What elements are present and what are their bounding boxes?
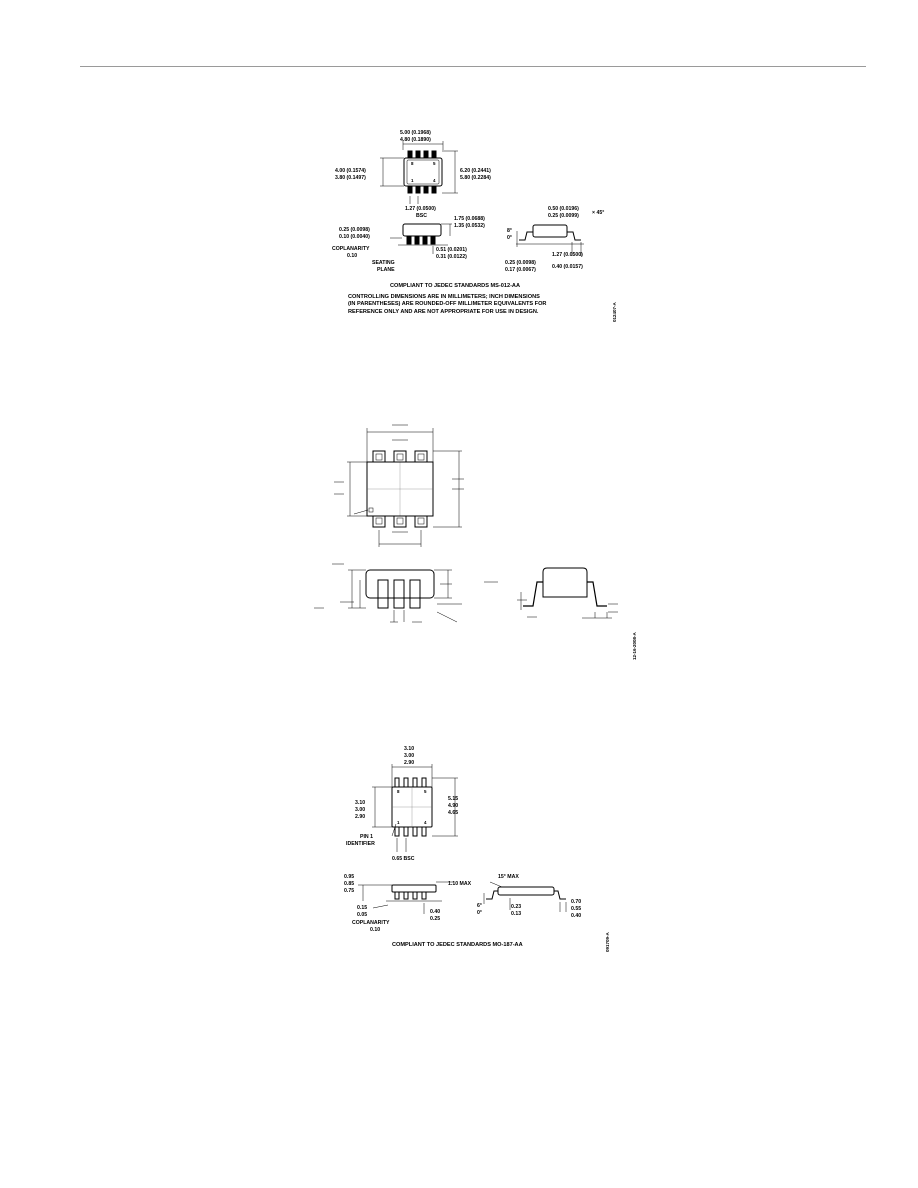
soic-outline-svg: 8 5 1 4 5.00 (0.1968) 4.80 (0.1890) 4.00…: [332, 130, 604, 273]
soic-coplanarity-value: 0.10: [347, 253, 357, 259]
msop-width-min: 2.90: [404, 760, 414, 766]
soic-package-drawing: 8 5 1 4 5.00 (0.1968) 4.80 (0.1890) 4.00…: [330, 124, 630, 324]
soic-pin5-label: 5: [433, 161, 436, 166]
soic-lead-thickness-min: 0.17 (0.0067): [505, 267, 536, 273]
msop-foot-angle-max: 6°: [477, 903, 482, 909]
soic-end-view: [516, 224, 584, 256]
msop-body-max: 3.10: [355, 800, 365, 806]
soic-lead-width-min: 0.31 (0.0122): [436, 254, 467, 260]
msop-standoff-max: 0.15: [357, 905, 367, 911]
soic-seating-label: SEATING: [372, 260, 395, 266]
soic-pin8-label: 8: [411, 161, 414, 166]
msop-foot-length-max: 0.70: [571, 899, 581, 905]
soic-coplanarity-label: COPLANARITY: [332, 246, 370, 252]
msop-lead-thickness-min: 0.13: [511, 911, 521, 917]
soic-width-max: 5.00 (0.1968): [400, 130, 431, 136]
soic-width-min: 4.80 (0.1890): [400, 137, 431, 143]
sot-top-view: [334, 424, 464, 547]
msop-width-nom: 3.00: [404, 753, 414, 759]
sot-outline-svg: [314, 424, 618, 623]
soic-foot-angle-max: 8°: [507, 228, 512, 234]
soic-chamfer-max: 0.50 (0.0196): [548, 206, 579, 212]
soic-height-min: 1.35 (0.0532): [454, 223, 485, 229]
msop-height-max: 0.95: [344, 874, 354, 880]
sot-end-view: [484, 567, 618, 619]
msop-outline-svg: 8 5 1 4 3.10 3.00 2.90 3.10 3.00 2.90 5.…: [344, 746, 581, 933]
soic-body-min: 3.80 (0.1497): [335, 175, 366, 181]
msop-height-nom: 0.85: [344, 881, 354, 887]
soic-foot-length-min: 0.40 (0.0157): [552, 264, 583, 270]
soic-side-view: [390, 223, 452, 254]
msop-pin5-label: 5: [424, 789, 427, 794]
msop-body-nom: 3.00: [355, 807, 365, 813]
msop-span-nom: 4.90: [448, 803, 458, 809]
soic-body-max: 4.00 (0.1574): [335, 168, 366, 174]
soic-top-view: [380, 141, 458, 204]
msop-lead-width-min: 0.25: [430, 916, 440, 922]
soic-span-min: 5.80 (0.2284): [460, 175, 491, 181]
msop-package-drawing: 8 5 1 4 3.10 3.00 2.90 3.10 3.00 2.90 5.…: [330, 742, 620, 952]
soic-compliance: COMPLIANT TO JEDEC STANDARDS MS-012-AA: [390, 283, 521, 289]
msop-foot-length-nom: 0.55: [571, 906, 581, 912]
msop-foot-length-min: 0.40: [571, 913, 581, 919]
msop-width-max: 3.10: [404, 746, 414, 752]
msop-standoff-min: 0.05: [357, 912, 367, 918]
msop-body-min: 2.90: [355, 814, 365, 820]
msop-pin1-identifier-1: PIN 1: [360, 834, 373, 840]
msop-pitch: 0.65 BSC: [392, 856, 415, 862]
sot-package-drawing: [312, 422, 632, 667]
soic-foot-length-max: 1.27 (0.0500): [552, 252, 583, 258]
msop-pin1-label: 1: [397, 820, 400, 825]
soic-controlling-notes: CONTROLLING DIMENSIONS ARE IN MILLIMETER…: [348, 294, 546, 316]
soic-note-line-1: CONTROLLING DIMENSIONS ARE IN MILLIMETER…: [348, 294, 540, 300]
msop-compliance: COMPLIANT TO JEDEC STANDARDS MO-187-AA: [392, 942, 523, 948]
soic-lead-width-max: 0.51 (0.0201): [436, 247, 467, 253]
soic-note-line-2: (IN PARENTHESES) ARE ROUNDED-OFF MILLIME…: [348, 301, 547, 308]
msop-lead-thickness-max: 0.23: [511, 904, 521, 910]
header-rule: [80, 66, 866, 67]
msop-foot-angle-min: 0°: [477, 910, 482, 916]
msop-pin4-label: 4: [424, 820, 427, 825]
soic-foot-angle-min: 0°: [507, 235, 512, 241]
msop-end-view: [483, 881, 567, 912]
msop-span-min: 4.65: [448, 810, 458, 816]
soic-pitch: 1.27 (0.0500): [405, 206, 436, 212]
soic-chamfer-angle: × 45°: [592, 210, 604, 216]
msop-top-view: [372, 764, 458, 852]
msop-height-min: 0.75: [344, 888, 354, 894]
soic-drawing-code: 012407-A: [612, 302, 617, 322]
msop-lead-width-max: 0.40: [430, 909, 440, 915]
msop-drawing-code: 091709-A: [605, 932, 610, 952]
soic-pin1-label: 1: [411, 178, 414, 183]
soic-plane-label: PLANE: [377, 267, 395, 273]
soic-note-line-3: REFERENCE ONLY AND ARE NOT APPROPRIATE F…: [348, 308, 539, 315]
soic-height-max: 1.75 (0.0688): [454, 216, 485, 222]
msop-span-max: 5.15: [448, 796, 458, 802]
soic-pin4-label: 4: [433, 178, 436, 183]
soic-lead-thickness-max: 0.25 (0.0098): [505, 260, 536, 266]
soic-chamfer-min: 0.25 (0.0099): [548, 213, 579, 219]
soic-pitch-bsc: BSC: [416, 213, 427, 219]
msop-coplanarity-value: 0.10: [370, 927, 380, 933]
msop-side-view: [358, 881, 454, 914]
sot-side-view: [314, 563, 462, 623]
msop-coplanarity-label: COPLANARITY: [352, 920, 390, 926]
msop-pin8-label: 8: [397, 789, 400, 794]
soic-standoff-min: 0.10 (0.0040): [339, 234, 370, 240]
soic-standoff-max: 0.25 (0.0098): [339, 227, 370, 233]
msop-top-angle: 15° MAX: [498, 874, 519, 880]
msop-pin1-identifier-2: IDENTIFIER: [346, 841, 375, 847]
soic-span-max: 6.20 (0.2441): [460, 168, 491, 174]
sot-drawing-code: 12-16-2008-A: [632, 632, 637, 660]
msop-max-height: 1.10 MAX: [448, 881, 472, 887]
